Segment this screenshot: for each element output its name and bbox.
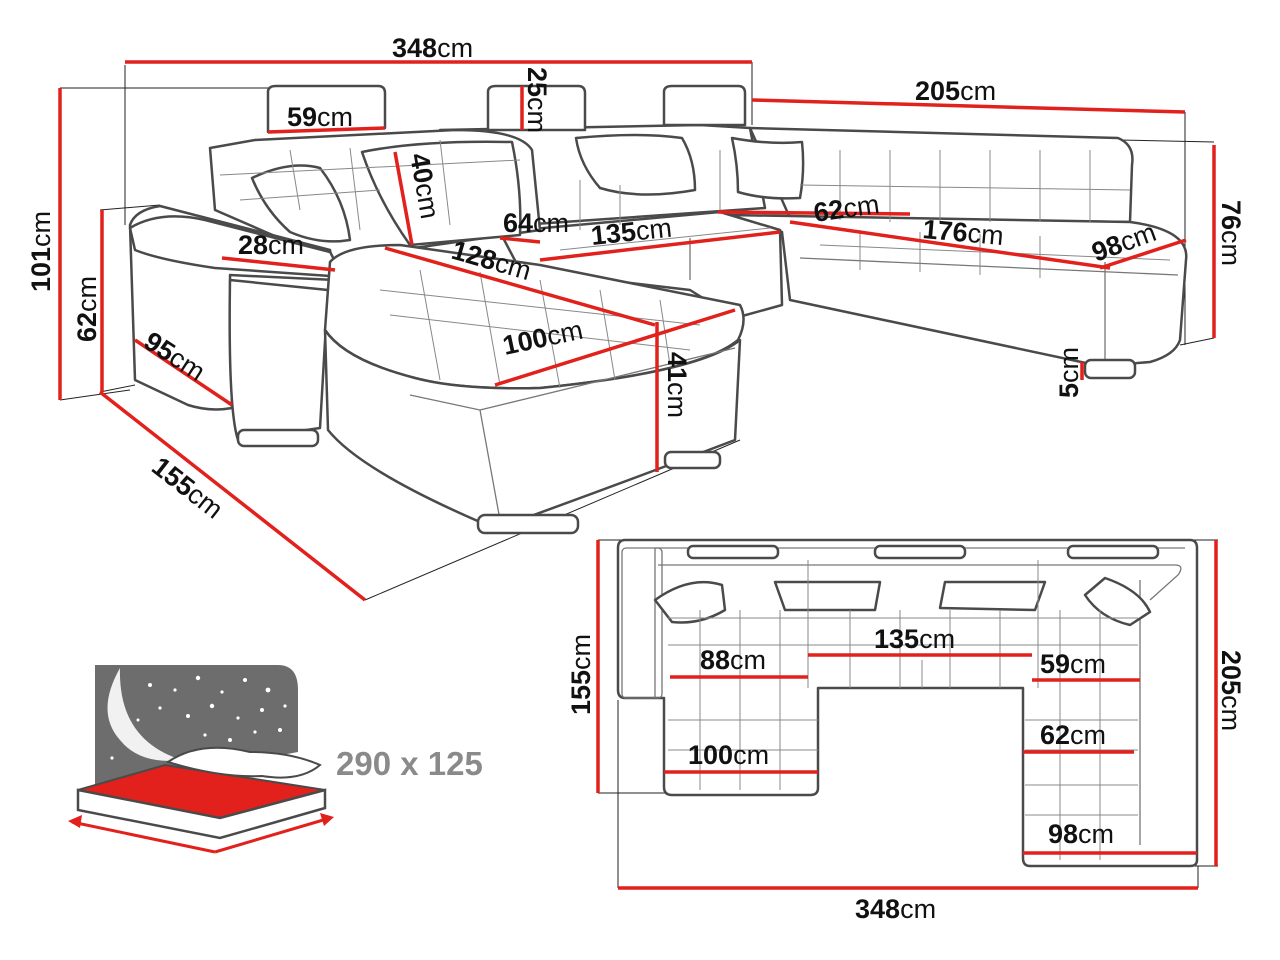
top-view-pillow-1 [653, 580, 727, 624]
dim-line-176 [789, 220, 1111, 270]
top-view-dimension-labels: 135cm 88cm 59cm 62cm 100cm 98cm 155cm 20… [566, 624, 1246, 924]
tv-dim-label-100: 100cm [688, 740, 769, 770]
chaise-foot-right [663, 450, 722, 470]
dim-label-205-top: 205cm [915, 76, 996, 106]
dim-label-62-mid: 62cm [812, 189, 882, 228]
cushion-3 [574, 133, 697, 196]
dim-line-28 [221, 256, 336, 272]
dim-label-41: 41cm [662, 352, 692, 418]
tv-dim-label-88: 88cm [700, 645, 766, 675]
tv-dim-label-135: 135cm [874, 624, 955, 654]
top-view-dimension-lines [596, 540, 1218, 890]
tv-dim-label-348: 348cm [855, 894, 936, 924]
headrest-middle [486, 84, 587, 132]
top-view-left-arm [621, 547, 663, 699]
dim-label-59: 59cm [287, 102, 353, 132]
headrest-left [266, 84, 387, 134]
dim-line-64-135 [499, 236, 541, 244]
dim-line-95 [134, 338, 233, 407]
bed-pillows [165, 746, 322, 779]
moon-crescent [107, 668, 182, 761]
headrest-right [662, 84, 747, 127]
dim-label-64: 64cm [503, 208, 569, 238]
top-view-headrest-2 [873, 544, 967, 560]
dim-label-62-left: 62cm [72, 276, 102, 342]
top-view-pillow-2 [773, 580, 882, 612]
bed-width-arrow [71, 820, 216, 854]
right-foot [1083, 358, 1137, 380]
dim-line-135-top [539, 230, 781, 262]
bed-base [76, 788, 327, 840]
dim-line-205-top [751, 98, 1186, 114]
left-foot [236, 428, 320, 448]
dim-label-101: 101cm [26, 211, 56, 292]
dim-label-28: 28cm [238, 230, 304, 260]
perspective-dimension-lines [58, 60, 1216, 602]
dim-label-348-top: 348cm [392, 33, 473, 63]
dim-line-59 [267, 126, 386, 134]
top-view-pillow-4 [1083, 576, 1152, 627]
dim-line-155-diag [98, 390, 367, 602]
bed-size-text: 290 x 125 [336, 745, 483, 782]
tv-dim-label-62: 62cm [1040, 720, 1106, 750]
dim-label-5: 5cm [1054, 347, 1084, 398]
dim-line-40 [393, 151, 414, 246]
dim-line-100-chaise [494, 308, 736, 387]
left-arm-side [228, 278, 330, 442]
cushion-1 [250, 164, 352, 243]
right-backrest [748, 126, 1134, 224]
top-view-illustration [598, 538, 1218, 888]
cushion-2 [360, 140, 522, 247]
tv-dim-label-155: 155cm [566, 634, 596, 715]
top-view-pillow-3 [938, 580, 1047, 612]
dim-label-25: 25cm [522, 67, 552, 133]
tv-dim-label-59: 59cm [1040, 649, 1106, 679]
dim-label-135-top: 135cm [589, 213, 673, 251]
chaise-edge [409, 347, 736, 521]
perspective-dimension-labels: 348cm 205cm 25cm 59cm 40cm 101cm 62cm 28… [26, 33, 1246, 525]
top-view-headrest-1 [686, 544, 780, 560]
bed-arrow-head-right [320, 813, 334, 826]
cushion-4 [730, 136, 805, 200]
dim-label-76: 76cm [1216, 200, 1246, 266]
tv-dim-label-98: 98cm [1048, 819, 1114, 849]
top-view-headrest-3 [1066, 544, 1160, 560]
dim-line-62-mid [717, 210, 911, 216]
dim-label-176: 176cm [921, 214, 1004, 251]
tv-dim-label-205: 205cm [1216, 650, 1246, 731]
bed-length-arrow [214, 816, 331, 854]
right-seat [728, 213, 1188, 368]
right-seat-front [799, 257, 1179, 365]
bed-with-pillows-and-starry-night-icon [68, 665, 334, 854]
top-view-tufting [668, 560, 1138, 860]
stars [110, 675, 287, 760]
perspective-sofa-illustration [59, 62, 1215, 601]
dim-label-40: 40cm [404, 151, 445, 221]
dim-line-98-top [1099, 238, 1187, 270]
chaise-foot-left [476, 513, 580, 535]
bed-arrow-head-left [68, 815, 82, 828]
dim-line-128 [384, 246, 656, 327]
